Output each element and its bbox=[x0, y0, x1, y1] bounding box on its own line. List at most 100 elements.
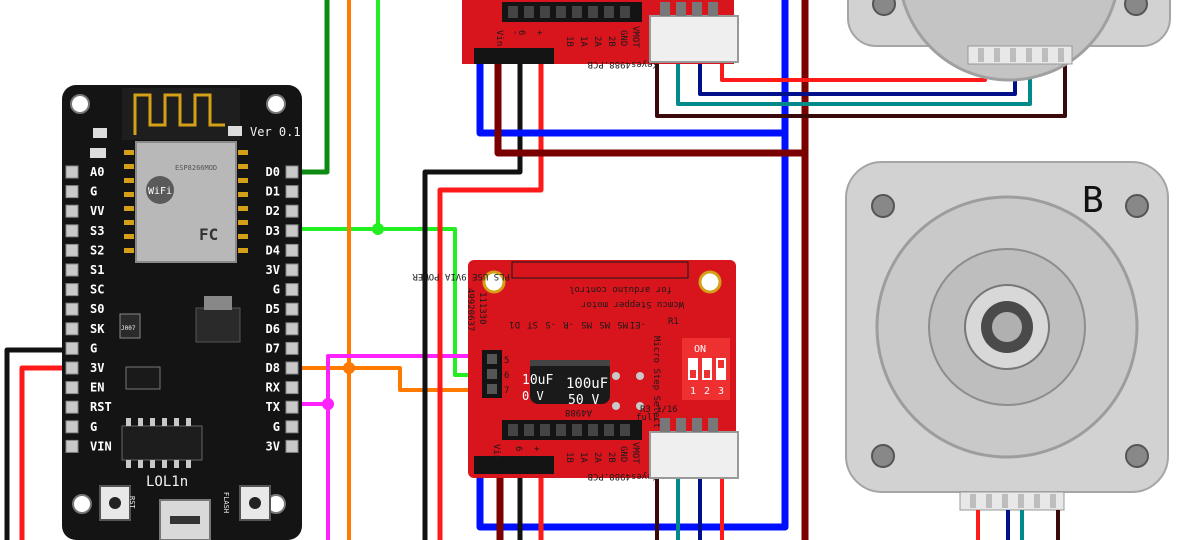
wire-motor-a-brown bbox=[655, 62, 1067, 118]
left-pin-pad bbox=[65, 361, 79, 375]
serial-1: 111330 bbox=[477, 292, 487, 325]
driver-board-top: Vin - 6 + 1B 1A 2A 2B GND VMOT Keyes4988… bbox=[462, 0, 739, 69]
nodemcu-board: ESP8266MOD WiFi FC Ver 0.1 J007 LOL1n RS… bbox=[62, 85, 302, 540]
left-pin-label: SK bbox=[90, 322, 105, 336]
wire-junction-magenta bbox=[322, 398, 334, 410]
right-pin-pad bbox=[285, 185, 299, 199]
top-label-vin: Vin bbox=[494, 30, 504, 46]
right-pin-label: D3 bbox=[266, 224, 280, 238]
dip-num-2: 2 bbox=[704, 386, 710, 397]
right-pin-label: D0 bbox=[266, 165, 280, 179]
right-pin-pad bbox=[285, 381, 299, 395]
rst-button-cap bbox=[109, 497, 121, 509]
wifi-logo-icon bbox=[146, 176, 174, 204]
rst-button bbox=[99, 485, 131, 521]
signal-pins bbox=[487, 354, 497, 394]
driver-mount-hole bbox=[698, 270, 722, 294]
motor-a-screw bbox=[872, 0, 896, 16]
driver-top-motor-connector bbox=[649, 15, 739, 63]
top-label-6: 6 bbox=[516, 30, 526, 35]
left-pin-pad bbox=[65, 165, 79, 179]
bottom-label-vin: Vin bbox=[491, 444, 501, 460]
wire-red-3v bbox=[19, 365, 62, 540]
driver-pin-label: MS bbox=[617, 319, 628, 329]
signal-pin-label: 6 bbox=[504, 371, 509, 381]
bottom-label-2b: 2B bbox=[606, 452, 616, 463]
left-pin-pad bbox=[65, 263, 79, 277]
driver-pin-label: -S bbox=[545, 319, 556, 329]
bottom-label-1a: 1A bbox=[578, 452, 588, 463]
esp-pads bbox=[124, 150, 248, 253]
cap-lead bbox=[636, 372, 644, 380]
left-pin-label: RST bbox=[90, 400, 112, 414]
cap-lead bbox=[612, 402, 620, 410]
fcc-logo: FC bbox=[199, 225, 218, 244]
signal-pin-label: 5 bbox=[504, 356, 509, 366]
top-label-2a: 2A bbox=[592, 36, 602, 47]
top-label-plus: + bbox=[534, 30, 544, 36]
bottom-keyes: Keyes4988.PCB bbox=[588, 471, 658, 481]
left-pin-label: VV bbox=[90, 204, 104, 218]
banner-box bbox=[511, 261, 689, 279]
motor-b-shaft-tip bbox=[992, 312, 1022, 342]
right-pin-pad bbox=[285, 165, 299, 179]
left-pin-label: G bbox=[90, 185, 97, 199]
rst-label: RST bbox=[128, 496, 136, 509]
driver-bottom-motor-connector bbox=[649, 431, 739, 479]
right-pin-label: G bbox=[273, 283, 280, 297]
left-pin-pad bbox=[65, 224, 79, 238]
banner-text: PLS USE 9VIA POWER bbox=[412, 271, 510, 281]
wire-darkred-rail bbox=[494, 0, 809, 157]
dip-num-3: 3 bbox=[718, 386, 724, 397]
motor-b-screw bbox=[871, 194, 895, 218]
right-pin-label: 3V bbox=[266, 439, 280, 453]
subtitle-2: Wcmcu Stepper motor bbox=[580, 299, 684, 309]
wire-junction bbox=[372, 223, 384, 235]
micro-step-label: Micro Step Select bbox=[651, 336, 661, 428]
flash-button-cap bbox=[249, 497, 261, 509]
capacitor-band bbox=[530, 360, 610, 366]
bottom-label-6: 6 bbox=[513, 446, 523, 451]
bottom-label-vmot: VMOT bbox=[630, 442, 640, 464]
bottom-label-plus: + bbox=[531, 446, 541, 452]
dip-on-label: ON bbox=[694, 344, 706, 355]
right-pin-label: D4 bbox=[266, 243, 280, 257]
mount-hole bbox=[72, 494, 92, 514]
driver-board-bottom: PLS USE 9VIA POWER for arduino control W… bbox=[412, 260, 739, 481]
right-pin-label: D1 bbox=[266, 185, 280, 199]
chip-label: J007 bbox=[121, 325, 136, 332]
motor-a-face bbox=[901, 0, 1117, 82]
res-label-r3: R3 bbox=[640, 405, 651, 415]
left-pin-label: S2 bbox=[90, 243, 104, 257]
motor-b-screw bbox=[1125, 194, 1149, 218]
wire-black-g bbox=[4, 347, 62, 540]
left-pin-pad bbox=[65, 400, 79, 414]
res-label-116: 1/16 bbox=[656, 405, 678, 415]
motor-b-label: B bbox=[1082, 180, 1104, 221]
top-label-1b: 1B bbox=[564, 36, 574, 47]
driver-pin-label: MS bbox=[581, 319, 592, 329]
top-label-2b: 2B bbox=[606, 36, 616, 47]
right-pin-label: D2 bbox=[266, 204, 280, 218]
smd-component bbox=[93, 128, 107, 138]
right-pin-pad bbox=[285, 224, 299, 238]
right-pin-pad bbox=[285, 243, 299, 257]
signal-pin-label: 7 bbox=[504, 386, 509, 396]
right-pin-pad bbox=[285, 420, 299, 434]
driver-pin-label: ST bbox=[527, 319, 538, 329]
cap-voltage-2: 50 V bbox=[568, 393, 599, 408]
left-pin-label: S1 bbox=[90, 263, 104, 277]
stepper-motor-a bbox=[847, 0, 1171, 82]
esp-text: ESP8266MOD bbox=[175, 164, 217, 172]
version-label: Ver 0.1 bbox=[250, 125, 301, 139]
left-pin-label: VIN bbox=[90, 439, 112, 453]
capacitor-large bbox=[530, 360, 610, 404]
right-pin-label: TX bbox=[266, 400, 281, 414]
left-pin-pad bbox=[65, 381, 79, 395]
right-pin-label: D8 bbox=[266, 361, 280, 375]
wire-lime-d3 bbox=[295, 227, 482, 377]
top-label-gnd: GND bbox=[618, 30, 628, 46]
dip-toggles bbox=[688, 358, 726, 380]
